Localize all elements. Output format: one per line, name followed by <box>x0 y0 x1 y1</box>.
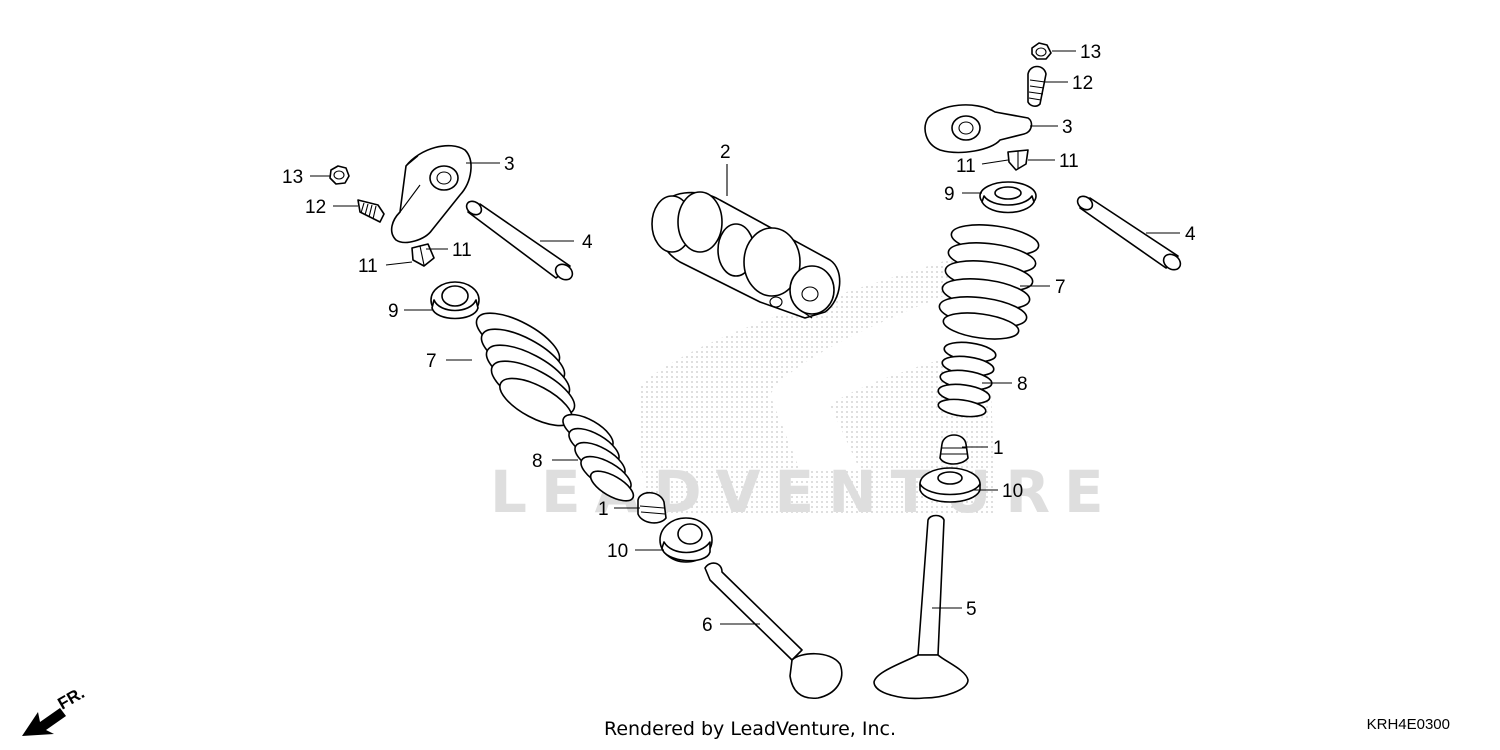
part-12-screw-right[interactable] <box>1027 65 1047 107</box>
part-13-nut-right[interactable] <box>1031 42 1052 60</box>
diagram-code: KRH4E0300 <box>1366 716 1450 733</box>
callout-9-left: 9 <box>388 301 399 322</box>
part-7-outer-spring-left[interactable] <box>469 303 582 435</box>
callout-11-right-b: 11 <box>1059 151 1079 172</box>
callout-8-left: 8 <box>532 451 543 472</box>
callout-11-right-a: 11 <box>956 156 976 177</box>
part-13-nut-left[interactable] <box>329 165 350 185</box>
callout-1-right: 1 <box>993 438 1004 459</box>
callout-labels: 13 12 3 4 11 11 9 7 8 1 10 6 2 13 12 3 1… <box>282 42 1196 636</box>
part-9-retainer-right[interactable] <box>979 181 1037 214</box>
part-10-spring-seat-right[interactable] <box>919 467 981 503</box>
part-12-screw-left[interactable] <box>357 199 385 223</box>
part-11-cotter-left[interactable] <box>411 243 435 267</box>
part-4-rocker-shaft-right[interactable] <box>1075 193 1183 272</box>
arrow-icon <box>22 708 66 736</box>
part-3-rocker-arm-right[interactable] <box>924 104 1033 154</box>
watermark-wing-shape <box>638 250 995 515</box>
footer-credit: Rendered by LeadVenture, Inc. <box>603 718 897 740</box>
callout-1-left: 1 <box>598 499 609 520</box>
part-5-exhaust-valve[interactable] <box>873 514 969 700</box>
part-8-inner-spring-right[interactable] <box>937 339 997 419</box>
callout-7-right: 7 <box>1055 277 1066 298</box>
callout-7-left: 7 <box>426 351 437 372</box>
callout-3-left: 3 <box>504 154 515 175</box>
part-4-rocker-shaft-left[interactable] <box>464 198 575 282</box>
callout-13-left: 13 <box>282 167 303 188</box>
part-2-camshaft[interactable] <box>651 191 841 319</box>
part-11-cotter-right[interactable] <box>1007 149 1029 171</box>
part-1-stem-seal-right[interactable] <box>939 434 969 465</box>
callout-4-left: 4 <box>582 232 593 253</box>
callout-11-left-b: 11 <box>358 256 378 277</box>
callout-4-right: 4 <box>1185 224 1196 245</box>
callout-11-left-a: 11 <box>452 240 472 261</box>
callout-6: 6 <box>702 615 713 636</box>
part-7-outer-spring-right[interactable] <box>937 220 1040 343</box>
callout-8-right: 8 <box>1017 374 1028 395</box>
leader-lines <box>310 50 1180 625</box>
callout-3-right: 3 <box>1062 117 1073 138</box>
part-6-intake-valve[interactable] <box>704 562 843 700</box>
part-1-stem-seal-left[interactable] <box>637 491 667 524</box>
part-8-inner-spring-left[interactable] <box>558 408 638 507</box>
part-9-retainer-left[interactable] <box>430 281 480 320</box>
part-10-spring-seat-left[interactable] <box>659 517 713 563</box>
callout-13-right: 13 <box>1080 42 1101 63</box>
callout-12-right: 12 <box>1072 73 1093 94</box>
callout-10-right: 10 <box>1002 481 1023 502</box>
callout-10-left: 10 <box>607 541 628 562</box>
part-3-rocker-arm-left[interactable] <box>390 144 472 244</box>
callout-9-right: 9 <box>944 184 955 205</box>
callout-12-left: 12 <box>305 197 326 218</box>
callout-2: 2 <box>720 142 731 163</box>
callout-5: 5 <box>966 599 977 620</box>
